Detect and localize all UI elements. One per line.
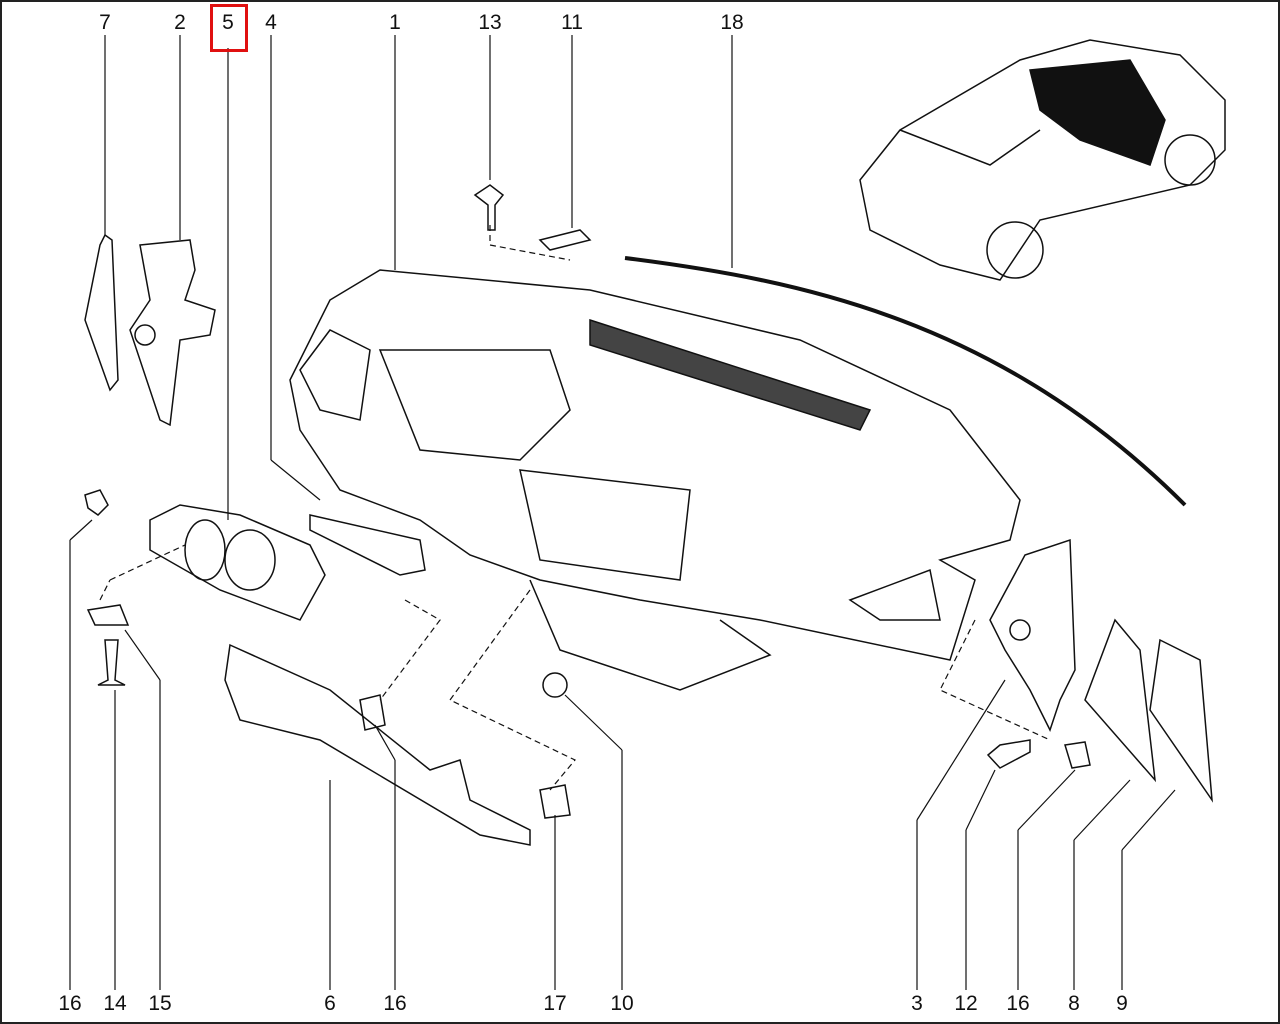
- part-3-bracket: [989, 538, 1076, 732]
- callout-13: 13: [478, 11, 502, 34]
- callout-4: 4: [265, 11, 277, 34]
- callout-18: 18: [720, 11, 744, 34]
- callout-7: 7: [99, 11, 111, 34]
- callout-1: 1: [389, 11, 401, 34]
- part-7-bracket: [84, 233, 119, 392]
- callout-8: 8: [1068, 992, 1080, 1015]
- leader-lines: [69, 35, 1176, 990]
- callout-17: 17: [543, 992, 567, 1015]
- part-18-seal: [624, 256, 1187, 507]
- part-4-trim: [309, 514, 426, 576]
- part-1-dashboard: [289, 269, 1021, 691]
- callout-11: 11: [561, 11, 583, 34]
- callout-2: 2: [174, 11, 186, 34]
- callout-10: 10: [610, 992, 634, 1015]
- part-11-clip: [538, 229, 592, 251]
- callout-9: 9: [1116, 992, 1128, 1015]
- part-12-bolt: [986, 739, 1031, 769]
- callout-12: 12: [954, 992, 978, 1015]
- part-9-panel: [1149, 638, 1213, 803]
- part-14-screw: [97, 639, 126, 686]
- part-5-cluster-bezel: [149, 504, 326, 621]
- callout-16: 16: [58, 992, 82, 1015]
- highlight-box: [210, 4, 248, 52]
- part-8-panel: [1084, 618, 1157, 783]
- callout-15: 15: [148, 992, 172, 1015]
- callout-14: 14: [103, 992, 127, 1015]
- car-locator-view: [859, 39, 1226, 281]
- part-13-bolt: [473, 184, 505, 231]
- part-2-bracket: [129, 239, 216, 427]
- part-6-lower-panel: [224, 643, 531, 846]
- part-17-clip: [539, 784, 571, 819]
- callout-3: 3: [911, 992, 923, 1015]
- part-16-clip: [84, 489, 1091, 769]
- part-15-clip: [86, 604, 130, 626]
- callout-16: 16: [1006, 992, 1030, 1015]
- callout-6: 6: [324, 992, 336, 1015]
- callout-16: 16: [383, 992, 407, 1015]
- part-10-plug: [542, 672, 568, 698]
- callout-5-highlighted: 5: [222, 11, 234, 34]
